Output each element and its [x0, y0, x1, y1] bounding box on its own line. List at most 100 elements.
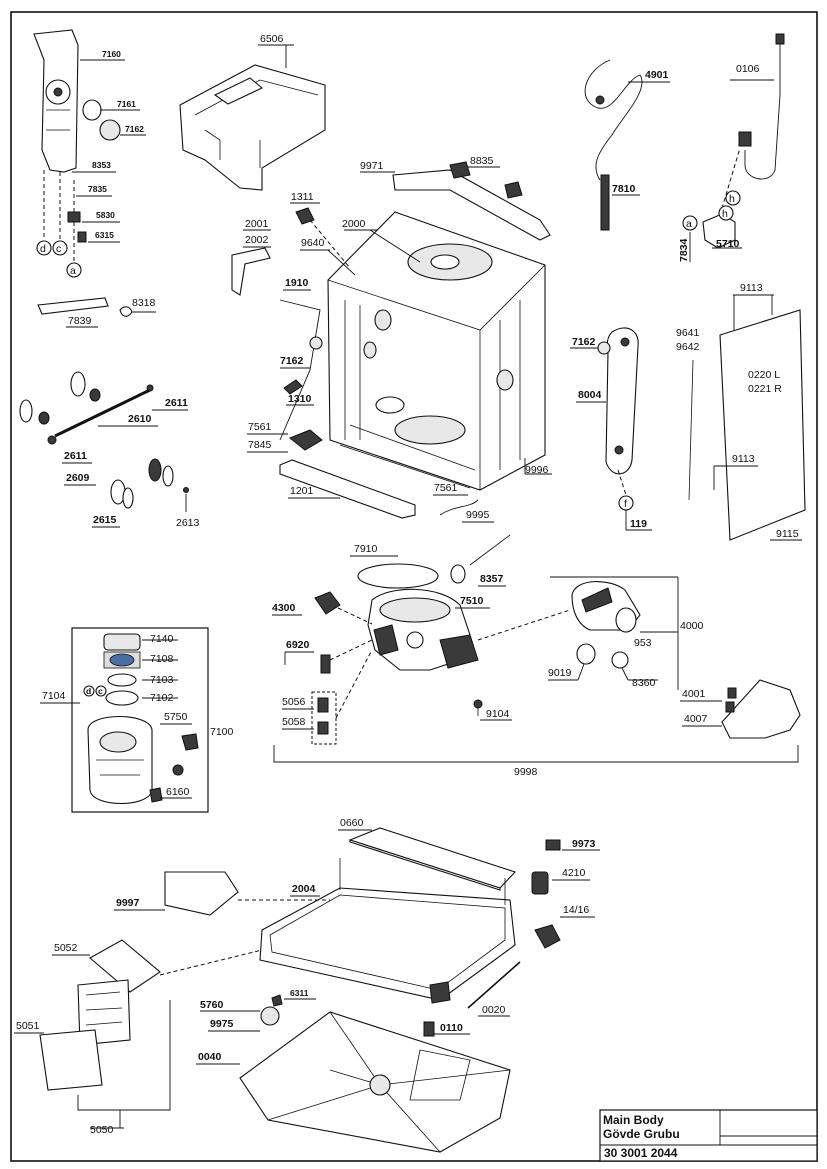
callout-1910: 1910: [285, 277, 309, 289]
part-9997: [164, 871, 330, 916]
callout-9996: 9996: [525, 464, 549, 476]
marker-h-2: h: [722, 208, 728, 220]
part-4007-sump-cover: [721, 679, 801, 739]
callout-4210: 4210: [562, 867, 586, 879]
part-7162-disc: [99, 119, 121, 141]
callout-8318: 8318: [132, 297, 156, 309]
callout-8353: 8353: [92, 160, 111, 170]
sheet-border: [10, 11, 818, 1162]
part-0660-block: [348, 827, 516, 891]
callout-1311: 1311: [291, 191, 314, 203]
callout-5056: 5056: [282, 696, 306, 708]
part-1910-gasket: [279, 299, 321, 441]
callout-8004: 8004: [578, 389, 602, 401]
callout-5830: 5830: [96, 210, 115, 220]
callout-9113-mid: 9113: [732, 453, 755, 465]
marker-d-7100: d: [86, 686, 91, 696]
part-0040-base: [239, 1011, 511, 1153]
callout-1201: 1201: [290, 485, 314, 497]
callout-9975: 9975: [210, 1018, 234, 1030]
callout-7104: 7104: [42, 690, 66, 702]
callout-1416: 14/16: [563, 904, 589, 916]
callout-5051: 5051: [16, 1020, 40, 1032]
callout-9995: 9995: [466, 509, 490, 521]
callout-5058: 5058: [282, 716, 306, 728]
callout-8835: 8835: [470, 155, 494, 167]
part-4300: [314, 591, 373, 625]
callout-0040: 0040: [198, 1051, 222, 1063]
callout-9642: 9642: [676, 341, 700, 353]
part-7162-mid: [309, 336, 323, 350]
part-7839: [37, 297, 109, 315]
marker-d-top: d: [40, 243, 46, 255]
marker-c-top: c: [56, 243, 61, 255]
callout-0106: 0106: [736, 63, 760, 75]
callout-5710: 5710: [716, 238, 740, 250]
part-1311-clip: [295, 207, 351, 269]
part-9971-rail: [392, 161, 551, 241]
callout-9019: 9019: [548, 667, 572, 679]
part-7102: [105, 690, 139, 706]
callout-2611-left: 2611: [64, 450, 87, 462]
part-7162-right: [597, 341, 611, 355]
callout-7162-top: 7162: [125, 124, 144, 134]
part-0106-cable: [738, 33, 785, 180]
bracket-9998: [273, 745, 799, 763]
callout-7100: 7100: [210, 726, 234, 738]
callout-2610: 2610: [128, 413, 152, 425]
part-0110: [423, 1021, 435, 1037]
title-block: Main Body Gövde Grubu 30 3001 2044: [599, 1109, 818, 1162]
part-6311: [271, 994, 283, 1007]
part-0020-rod: [467, 961, 521, 1009]
callout-9104: 9104: [486, 708, 510, 720]
callout-4001: 4001: [682, 688, 706, 700]
part-6506-cover: [179, 64, 326, 191]
part-6920: [320, 639, 373, 674]
callout-2613: 2613: [176, 517, 200, 529]
callout-7810: 7810: [612, 183, 636, 195]
title-block-doc-number: 30 3001 2044: [604, 1146, 678, 1160]
part-2609: [110, 458, 189, 509]
part-7510-sump: [367, 588, 479, 671]
callout-7140: 7140: [150, 633, 174, 645]
callout-7162-mid: 7162: [280, 355, 304, 367]
callout-0020: 0020: [482, 1004, 506, 1016]
part-9973: [545, 839, 561, 851]
group-7100-frame: [71, 627, 209, 813]
callout-9640: 9640: [301, 237, 325, 249]
callout-9997: 9997: [116, 897, 140, 909]
part-1201-rail: [279, 459, 416, 519]
callout-0110: 0110: [440, 1022, 463, 1034]
callout-4300: 4300: [272, 602, 296, 614]
part-8318: [119, 306, 133, 317]
part-1416: [534, 924, 561, 949]
callout-2001: 2001: [245, 218, 269, 230]
callout-2004: 2004: [292, 883, 316, 895]
callout-9115: 9115: [776, 528, 799, 540]
callout-953: 953: [634, 637, 652, 649]
callout-9998: 9998: [514, 766, 538, 778]
callout-6311: 6311: [290, 988, 309, 998]
part-dispenser-body: [87, 715, 199, 805]
part-8360: [611, 651, 629, 669]
part-2004-frame: [259, 858, 516, 1004]
callout-4000: 4000: [680, 620, 704, 632]
callout-5050: 5050: [90, 1124, 114, 1136]
marker-c-7100: c: [98, 686, 103, 696]
part-7561-left: [289, 429, 323, 451]
part-4000-pump: [571, 581, 641, 633]
callout-6920: 6920: [286, 639, 310, 651]
part-7160-duct: [33, 29, 79, 262]
callout-5750: 5750: [164, 711, 188, 723]
part-side-panel: [688, 309, 806, 541]
callout-8360: 8360: [632, 677, 656, 689]
part-4901-cable: [584, 59, 643, 181]
marker-a-top: a: [70, 265, 76, 277]
part-7910-gasket: [357, 563, 439, 589]
part-1310: [283, 379, 303, 395]
callout-7835: 7835: [88, 184, 107, 194]
callout-7102: 7102: [150, 692, 174, 704]
tub-assembly: [327, 211, 546, 491]
marker-f: f: [624, 498, 627, 510]
